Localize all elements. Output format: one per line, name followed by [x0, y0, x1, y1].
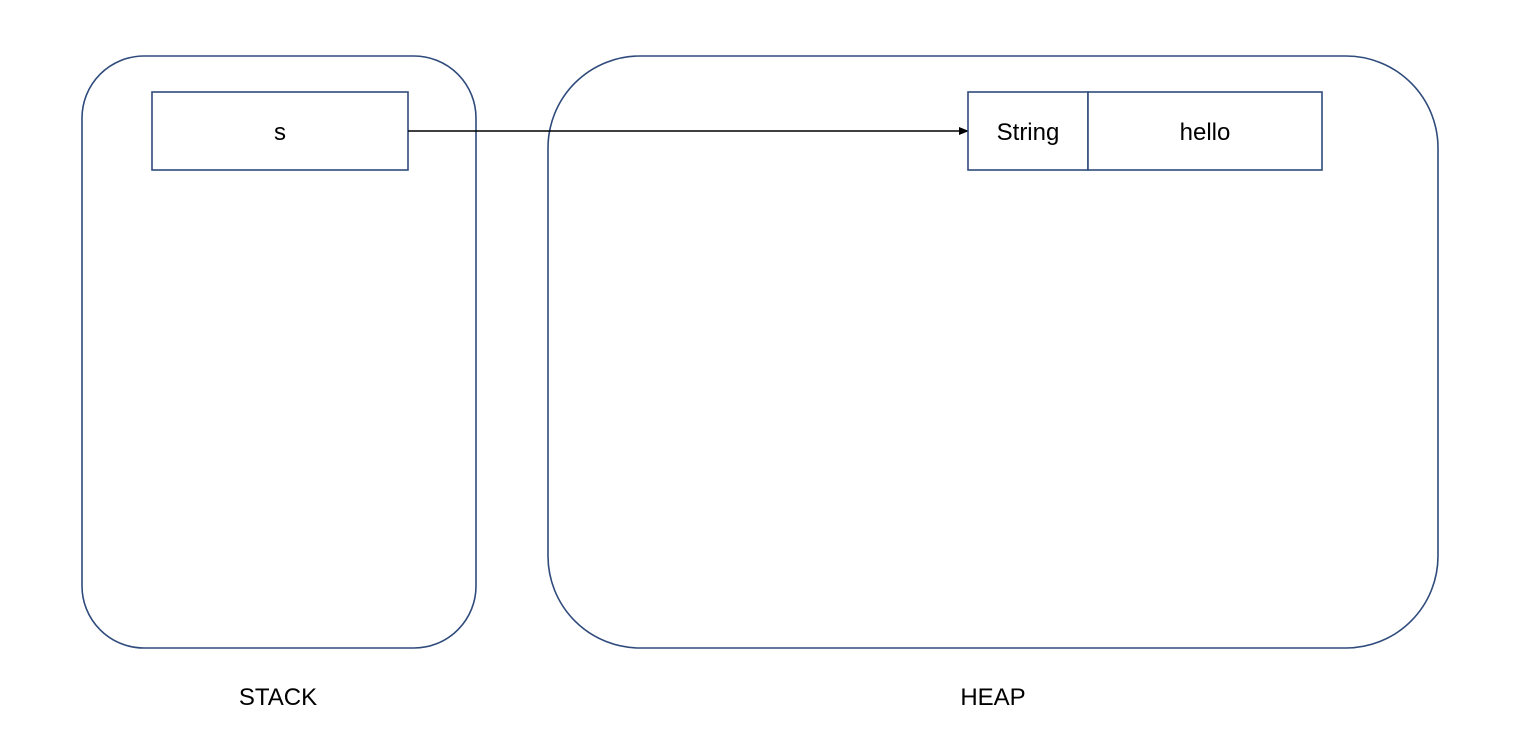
heap-object-type-label: String [997, 119, 1060, 146]
heap-region [547, 55, 1439, 649]
stack-variable-box [151, 91, 409, 171]
heap-object-type-cell [967, 91, 1089, 171]
heap-object-value-cell [1087, 91, 1323, 171]
stack-region [81, 55, 477, 649]
stack-caption: STACK [239, 684, 317, 711]
heap-caption: HEAP [960, 684, 1025, 711]
stack-variable-label: s [274, 119, 286, 146]
heap-object-value-label: hello [1180, 119, 1231, 146]
